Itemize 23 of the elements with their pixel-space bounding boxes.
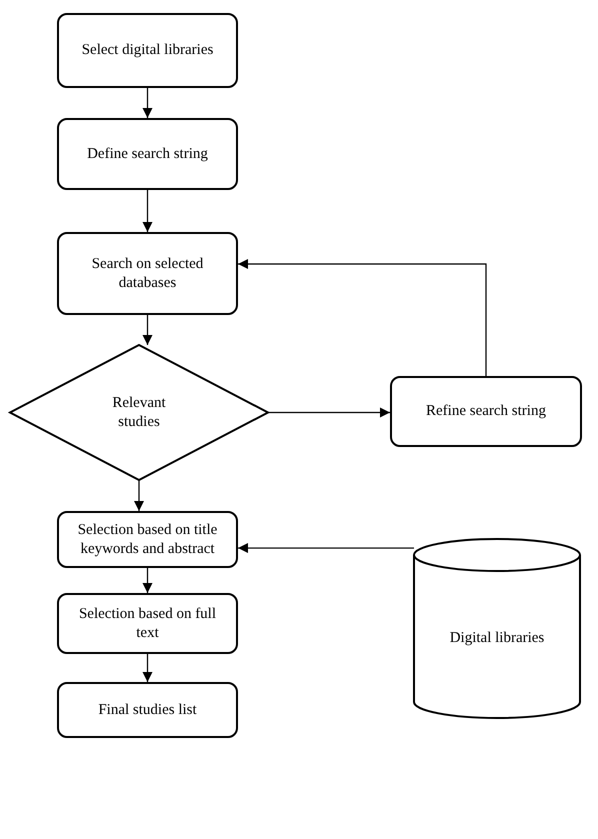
node-label: Search on selected databases — [90, 254, 204, 292]
process-box — [390, 376, 582, 447]
arrow — [142, 88, 152, 118]
node-label: Selection based on title keywords and abstract — [76, 520, 218, 558]
node-label: Final studies list — [97, 700, 198, 720]
process-box — [57, 511, 238, 568]
arrow — [142, 654, 152, 682]
node-label: Selection based on full text — [78, 604, 218, 642]
node-label: Select digital libraries — [80, 41, 214, 60]
arrow — [142, 190, 152, 232]
process-box — [57, 682, 238, 738]
arrow — [142, 568, 152, 593]
node-label: Define search string — [86, 144, 209, 164]
arrow — [134, 480, 144, 511]
process-box — [57, 13, 238, 88]
node-label: Refine search string — [425, 402, 547, 421]
process-box — [57, 118, 238, 190]
arrow — [142, 315, 152, 345]
process-box — [57, 593, 238, 654]
arrow — [238, 543, 414, 554]
arrow — [268, 408, 390, 418]
process-box — [57, 232, 238, 315]
arrow — [238, 259, 487, 376]
